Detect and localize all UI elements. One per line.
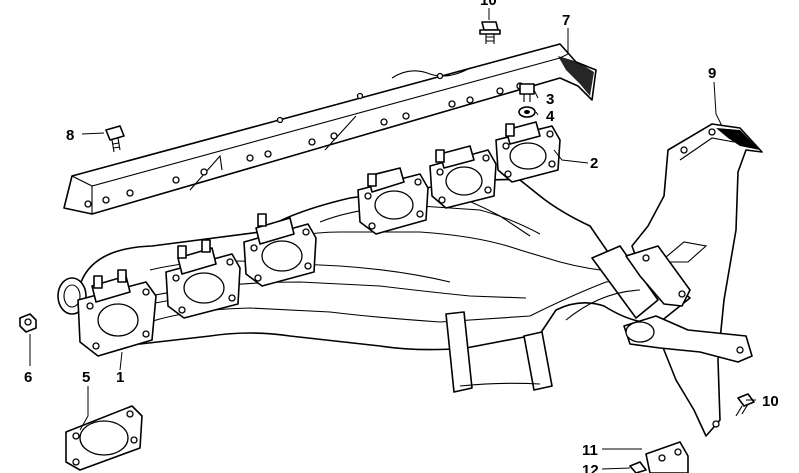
port-flange-4 [357,167,429,235]
callout-5: 5 [82,369,90,386]
callout-6: 6 [24,369,32,386]
port-flange-6 [495,121,561,183]
gasket-5 [65,405,143,471]
nut-6 [19,313,37,333]
bolt-10-side [735,393,755,417]
callout-11: 11 [582,442,598,459]
port-flange-3 [243,213,317,287]
leader-lines [29,8,756,470]
bolt-12 [629,461,647,473]
callout-10-top: 10 [480,0,497,9]
washer-4 [518,106,536,118]
bracket-11 [645,441,689,473]
callout-3: 3 [546,91,554,108]
callout-7: 7 [562,12,570,29]
callout-10-side: 10 [762,393,779,410]
bolt-10-top [479,21,501,44]
port-flange-2 [165,239,241,319]
heat-shield-side [631,123,763,437]
callout-9: 9 [708,65,716,82]
heat-shield-top [63,43,597,215]
callout-4: 4 [546,108,555,125]
callout-12: 12 [582,462,599,473]
callout-8: 8 [66,127,74,144]
port-flange-5 [429,145,497,209]
bolt-8 [105,125,125,153]
callout-labels: 1 2 3 4 5 6 7 8 9 10 10 11 12 [24,0,779,473]
callout-2: 2 [590,155,598,172]
port-flange-1 [77,269,157,357]
bolt-3 [519,83,535,102]
callout-1: 1 [116,369,124,386]
